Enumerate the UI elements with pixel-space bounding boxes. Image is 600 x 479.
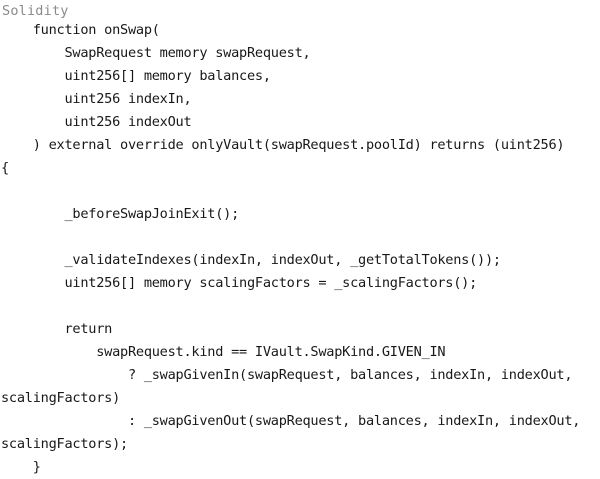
code-line bbox=[0, 226, 600, 249]
code-line: uint256[] memory balances, bbox=[1, 68, 271, 84]
code-line: _beforeSwapJoinExit(); bbox=[1, 206, 240, 222]
code-line: ? _swapGivenIn(swapRequest, balances, in… bbox=[1, 367, 573, 383]
code-line bbox=[0, 295, 600, 318]
code-line: scalingFactors) bbox=[1, 390, 121, 406]
code-line: } bbox=[1, 459, 41, 475]
code-line: return bbox=[1, 321, 113, 337]
code-line: : _swapGivenOut(swapRequest, balances, i… bbox=[1, 413, 581, 429]
code-line: function onSwap( bbox=[1, 22, 160, 38]
code-line: swapRequest.kind == IVault.SwapKind.GIVE… bbox=[1, 344, 446, 360]
code-line: { bbox=[1, 160, 9, 176]
code-line: uint256[] memory scalingFactors = _scali… bbox=[1, 275, 478, 291]
code-line: SwapRequest memory swapRequest, bbox=[1, 45, 311, 61]
code-line: uint256 indexOut bbox=[1, 114, 192, 130]
code-block: Solidity function onSwap( SwapRequest me… bbox=[1, 3, 581, 475]
language-label: Solidity bbox=[2, 3, 69, 19]
code-line: ) external override onlyVault(swapReques… bbox=[1, 137, 565, 153]
code-line bbox=[0, 180, 600, 203]
code-line: _validateIndexes(indexIn, indexOut, _get… bbox=[1, 252, 501, 268]
code-line: uint256 indexIn, bbox=[1, 91, 192, 107]
code-line: scalingFactors); bbox=[1, 436, 128, 452]
code-listing[interactable]: function onSwap( SwapRequest memory swap… bbox=[0, 19, 600, 479]
